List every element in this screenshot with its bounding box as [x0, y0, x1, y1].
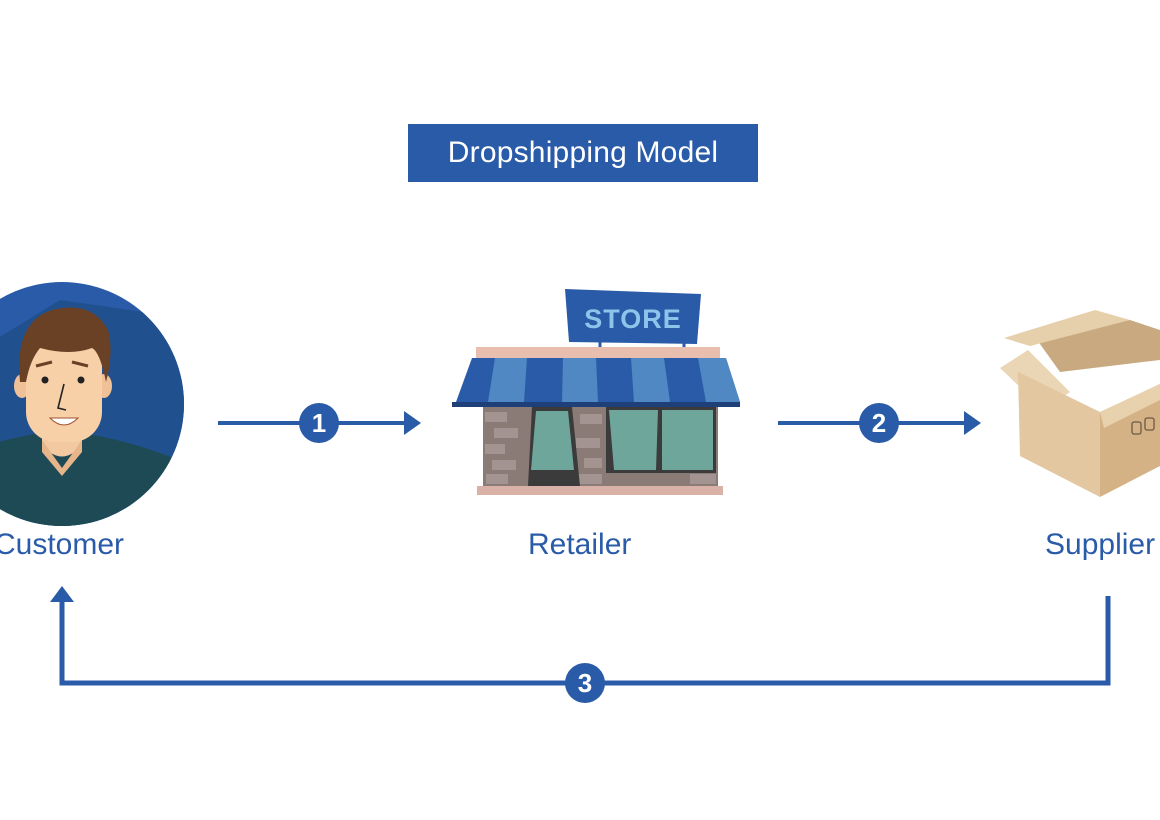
diagram-title: Dropshipping Model	[447, 136, 719, 169]
step-1-badge: 1	[299, 403, 339, 443]
cardboard-box-icon	[1000, 310, 1160, 497]
step-2-badge: 2	[859, 403, 899, 443]
retailer-label: Retailer	[528, 528, 632, 561]
step-3-number: 3	[578, 668, 592, 698]
store-icon: STORE	[452, 289, 740, 495]
customer-avatar-icon	[0, 282, 184, 526]
store-sign-text: STORE	[584, 304, 682, 334]
step-1-number: 1	[312, 408, 326, 438]
step-2-number: 2	[872, 408, 886, 438]
title-banner: Dropshipping Model	[408, 124, 758, 182]
step-3-badge: 3	[565, 663, 605, 703]
customer-label: Customer	[0, 528, 125, 561]
supplier-label: Supplier	[1045, 528, 1156, 561]
